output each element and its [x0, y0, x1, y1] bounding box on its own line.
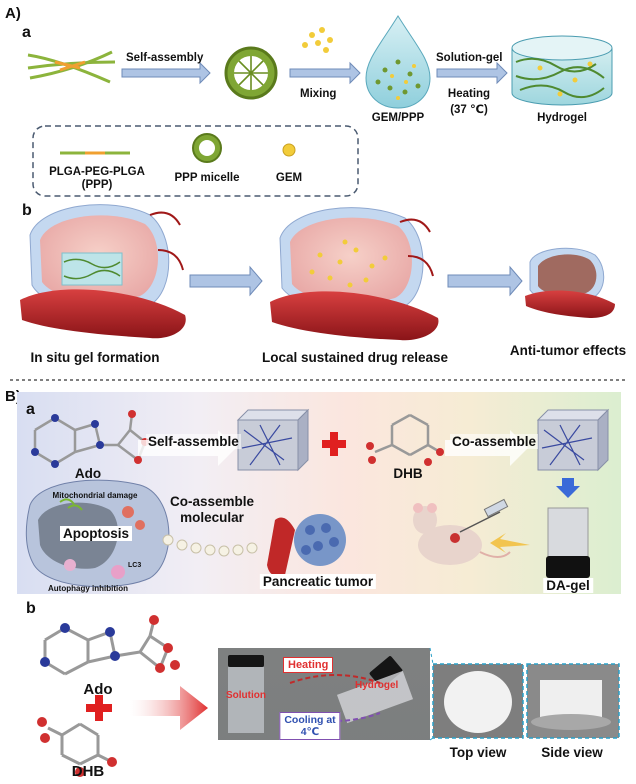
- hydrogel-photo-label: Hydrogel: [355, 680, 399, 691]
- plus-icon: [322, 432, 346, 456]
- dhb-molecule: [366, 413, 444, 466]
- solution-gel-label: Solution-gel: [436, 52, 503, 64]
- pancreatic-tumor-icon: [267, 514, 346, 577]
- self-assembly-label: Self-assembly: [126, 52, 204, 64]
- da-gel-label: DA-gel: [543, 578, 593, 593]
- legend-micelle-label: PPP micelle: [174, 172, 240, 184]
- side-view-label: Side view: [541, 745, 603, 760]
- step-drug-release: Local sustained drug release: [261, 350, 449, 365]
- lc3-label: LC3: [128, 562, 142, 569]
- legend-micelle-icon: [192, 133, 222, 163]
- step-in-situ-gel: In situ gel formation: [30, 350, 160, 365]
- ado-label: Ado: [74, 466, 102, 481]
- hydrogel-vial: [336, 656, 414, 724]
- panel-b-a-label: a: [26, 401, 35, 418]
- dhb-label: DHB: [393, 466, 423, 481]
- gem-ppp-label: GEM/PPP: [371, 112, 425, 124]
- hydrogel-label: Hydrogel: [537, 112, 587, 124]
- legend-polymer-label: PLGA-PEG-PLGA: [49, 166, 145, 178]
- gem-particles: [302, 27, 333, 53]
- hydrogel-cylinder: [511, 35, 613, 106]
- co-assemble-label: Co-assemble: [450, 434, 539, 449]
- tumor-drug-release: [270, 207, 439, 341]
- legend-gem-label: GEM: [275, 172, 303, 184]
- dhb-molecule-large: [37, 717, 117, 777]
- temperature-label: (37 ℃): [450, 104, 488, 116]
- solution-label: Solution: [226, 690, 266, 701]
- mixing-label: Mixing: [300, 88, 337, 100]
- ado-label-large: Ado: [83, 681, 113, 698]
- legend-polymer-abbr: (PPP): [81, 179, 113, 191]
- tumor-effect-arrow: [447, 265, 523, 297]
- da-gel-cube: [536, 408, 610, 472]
- heating-label: Heating: [447, 88, 491, 100]
- co-assemble-molecular-label-2: molecular: [180, 510, 244, 525]
- solution-vial: [228, 655, 264, 733]
- panel-a-a-label: a: [22, 24, 31, 41]
- solution-gel-arrow: [436, 61, 508, 85]
- ppp-micelle: [224, 46, 278, 100]
- molecule-chain: [162, 534, 258, 557]
- dhb-label-large: DHB: [71, 763, 105, 780]
- self-assembly-arrow: [121, 61, 211, 85]
- mito-damage-label: Mitochondrial damage: [52, 491, 138, 500]
- down-arrow: [556, 478, 580, 498]
- legend-box: [32, 125, 359, 197]
- top-view-label: Top view: [449, 745, 507, 760]
- injection-arrow: [490, 533, 530, 553]
- cooling-line1: Cooling at: [284, 714, 336, 726]
- panel-b-b-label: b: [26, 600, 36, 617]
- heating-arc: [289, 674, 381, 684]
- mixing-arrow: [289, 61, 361, 85]
- ado-molecule: [31, 410, 149, 468]
- tumor-release-arrow: [189, 265, 263, 297]
- panel-a-b-label: b: [22, 202, 32, 219]
- self-assemble-label: Self-assemble: [146, 434, 241, 449]
- syringe-icon: [459, 498, 509, 533]
- tumor-shrunk: [525, 247, 615, 318]
- tumor-gel-formation: [20, 204, 186, 339]
- top-view-disk: [444, 671, 512, 733]
- cooling-line2: 4℃: [300, 726, 320, 738]
- step-anti-tumor: Anti-tumor effects: [509, 343, 627, 358]
- gem-ppp-droplet: [365, 15, 431, 109]
- panel-b-label: B): [5, 388, 21, 405]
- heating-box: Heating: [283, 657, 334, 673]
- autophagy-label: Autophagy inhibition: [48, 584, 128, 593]
- cooling-box: Cooling at 4℃: [279, 712, 341, 740]
- plus-icon-large: [86, 695, 112, 721]
- co-assemble-molecular-label: Co-assemble: [169, 494, 255, 509]
- da-gel-vial: [546, 507, 590, 578]
- side-view-gel: [540, 680, 602, 720]
- panel-a-label: A): [5, 5, 21, 22]
- legend-gem-icon: [282, 143, 296, 157]
- apoptosis-label: Apoptosis: [60, 526, 132, 541]
- ado-molecule-large: [40, 615, 180, 676]
- ppp-polymer-chains: [27, 50, 116, 84]
- transition-arrow: [130, 686, 208, 730]
- ado-gel-cube: [236, 408, 310, 472]
- pancreatic-tumor-label: Pancreatic tumor: [259, 574, 377, 589]
- mouse-icon: [413, 503, 511, 565]
